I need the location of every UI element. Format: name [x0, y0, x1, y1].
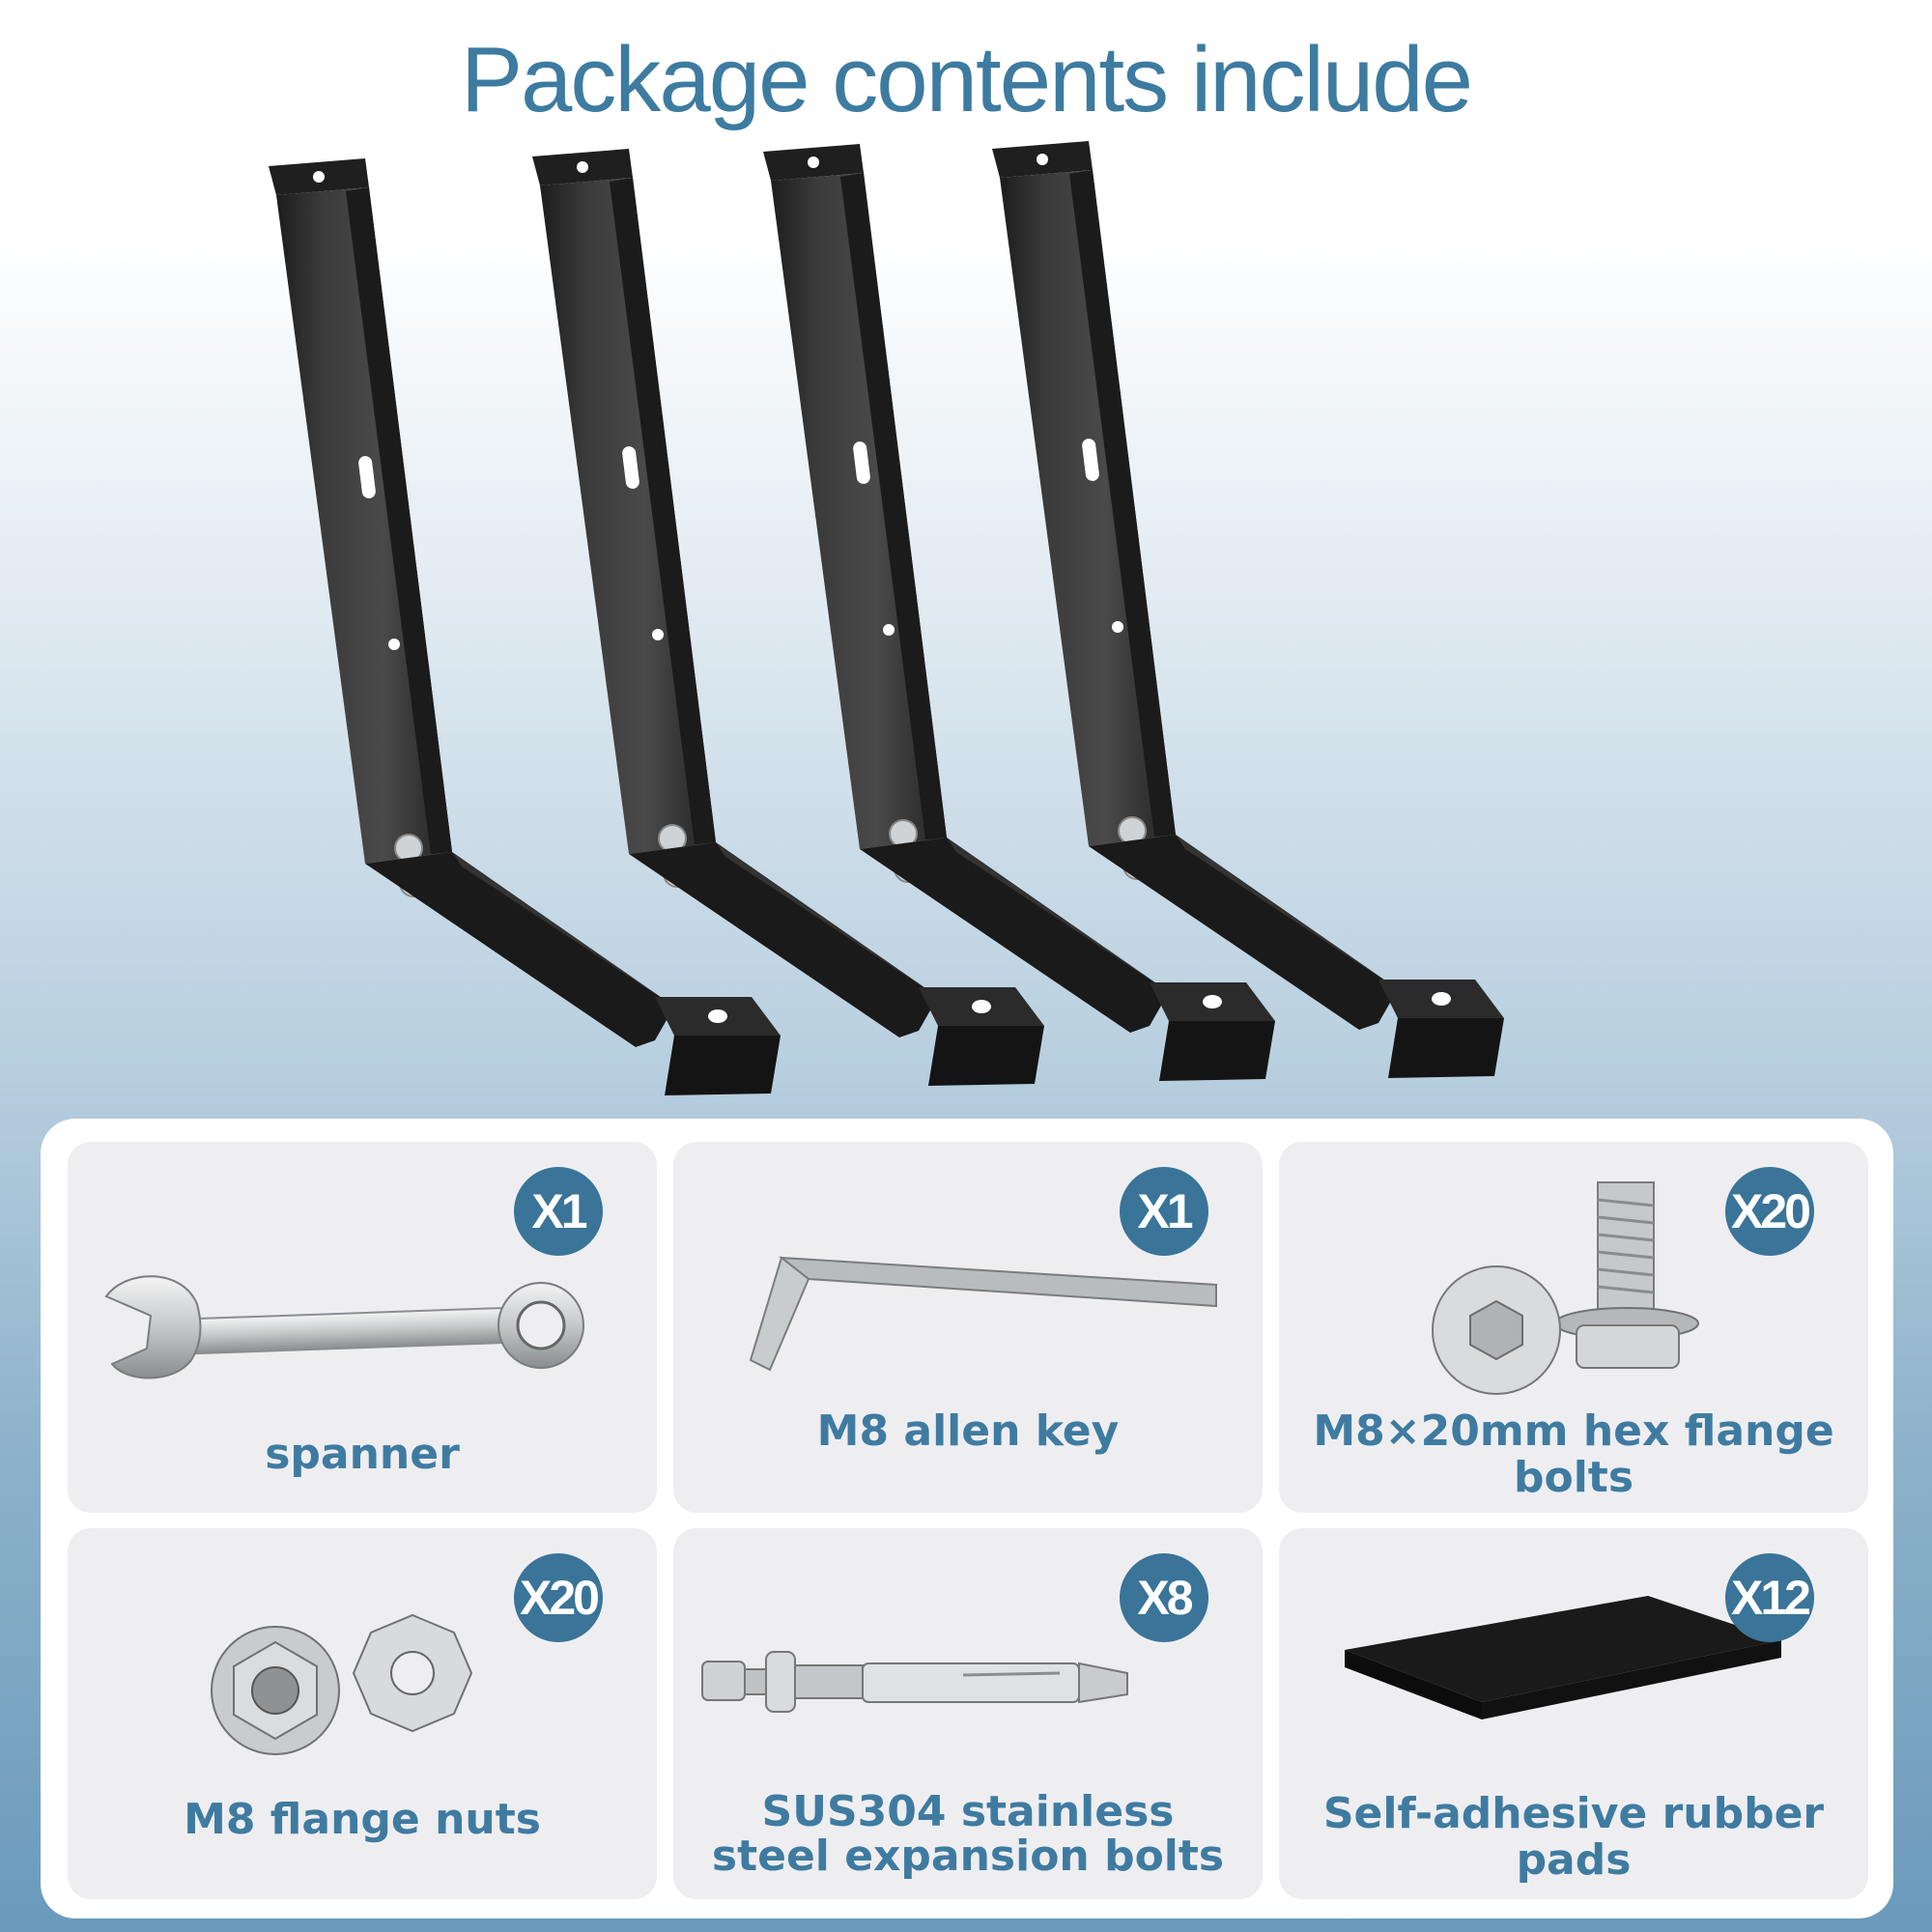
item-label: M8 allen key — [816, 1406, 1120, 1456]
item-card-hex-flange-bolts: X20 M8×20mm hex flange bolts — [1279, 1142, 1868, 1513]
quantity-badge: X12 — [1725, 1553, 1814, 1642]
quantity-badge: X20 — [514, 1553, 603, 1642]
item-card-spanner: X1 spanner — [68, 1142, 657, 1513]
item-label: spanner — [265, 1430, 460, 1479]
quantity-badge: X1 — [1120, 1167, 1208, 1256]
item-label-line2: steel expansion bolts — [711, 1832, 1225, 1881]
item-card-expansion-bolts: X8 SUS304 stainless steel expansion bolt… — [673, 1528, 1263, 1899]
page-title: Package contents include — [460, 28, 1473, 131]
item-card-allen-key: X1 M8 allen key — [673, 1142, 1263, 1513]
contents-panel: X1 spanner X1 M8 allen key X20 M8×20mm h… — [41, 1119, 1893, 1918]
item-card-rubber-pads: X12 Self-adhesive rubber pads — [1279, 1528, 1868, 1899]
quantity-badge: X1 — [514, 1167, 603, 1256]
mounting-brackets-image — [268, 140, 1505, 1096]
hex-flange-bolt-icon — [1432, 1181, 1699, 1395]
quantity-badge: X20 — [1725, 1167, 1814, 1256]
expansion-bolt-icon — [701, 1651, 1128, 1713]
flange-nut-icon — [211, 1613, 473, 1755]
item-label: M8×20mm hex flange bolts — [1313, 1406, 1834, 1502]
item-label: M8 flange nuts — [184, 1795, 541, 1844]
spanner-icon — [104, 1275, 584, 1379]
item-card-flange-nuts: X20 M8 flange nuts — [68, 1528, 657, 1899]
rubber-pad-icon — [1345, 1596, 1781, 1719]
item-label-line1: SUS304 stainless — [761, 1787, 1175, 1836]
item-label: Self-adhesive rubber pads — [1322, 1789, 1825, 1885]
allen-key-icon — [749, 1256, 1217, 1372]
quantity-badge: X8 — [1120, 1553, 1208, 1642]
